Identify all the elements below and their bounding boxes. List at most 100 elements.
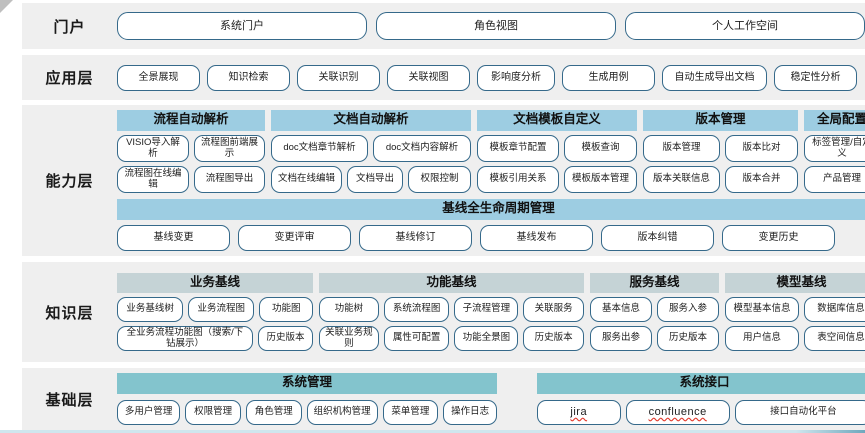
- capability-group-header: 流程自动解析: [117, 110, 265, 131]
- application-button[interactable]: 全景展现: [117, 64, 200, 91]
- capability-button[interactable]: 模板版本管理: [564, 166, 637, 193]
- bottom-edge-accent: [0, 430, 865, 433]
- lifecycle-button-row: 基线变更变更评审基线修订基线发布版本纠错变更历史: [117, 224, 865, 251]
- application-button[interactable]: 稳定性分析: [774, 64, 857, 91]
- knowledge-button[interactable]: 模型基本信息: [725, 297, 799, 323]
- capability-button[interactable]: 权限控制: [408, 166, 471, 193]
- portal-button[interactable]: 角色视图: [376, 12, 616, 40]
- infrastructure-button[interactable]: 角色管理: [245, 399, 302, 425]
- layer-label-capability: 能力层: [45, 173, 94, 190]
- corner-artifact: [0, 0, 13, 13]
- lifecycle-button[interactable]: 基线发布: [480, 224, 593, 251]
- application-body: 全景展现知识检索关联识别关联视图影响度分析生成用例自动生成导出文档稳定性分析: [117, 64, 865, 91]
- knowledge-row: 模型基本信息数据库信息: [725, 297, 865, 323]
- capability-button[interactable]: 流程图前端展示: [194, 135, 265, 162]
- knowledge-button[interactable]: 服务出参: [590, 326, 652, 352]
- capability-group-header: 版本管理: [643, 110, 798, 131]
- application-button[interactable]: 知识检索: [207, 64, 290, 91]
- capability-button[interactable]: 模板引用关系: [477, 166, 559, 193]
- knowledge-button[interactable]: 全业务流程功能图（搜索/下钻展示）: [117, 326, 253, 352]
- capability-group-header: 文档自动解析: [271, 110, 471, 131]
- knowledge-button[interactable]: 数据库信息: [804, 297, 865, 323]
- infrastructure-button[interactable]: 接口自动化平台: [734, 399, 865, 425]
- capability-button[interactable]: 产品管理: [804, 166, 865, 193]
- capability-group: 版本管理版本管理版本比对版本关联信息版本合并: [643, 110, 798, 193]
- infrastructure-button[interactable]: 多用户管理: [117, 399, 181, 425]
- capability-row: 标签管理/自定义: [804, 135, 865, 162]
- capability-button[interactable]: 版本关联信息: [643, 166, 720, 193]
- capability-button[interactable]: doc文档章节解析: [271, 135, 368, 162]
- capability-button[interactable]: 文档在线编辑: [271, 166, 342, 193]
- knowledge-group-header: 业务基线: [117, 272, 313, 294]
- capability-button[interactable]: 文档导出: [347, 166, 403, 193]
- infrastructure-button[interactable]: 操作日志: [443, 399, 497, 425]
- application-button-row: 全景展现知识检索关联识别关联视图影响度分析生成用例自动生成导出文档稳定性分析: [117, 64, 857, 91]
- lifecycle-button[interactable]: 基线变更: [117, 224, 230, 251]
- capability-button[interactable]: 模板章节配置: [477, 135, 559, 162]
- knowledge-button[interactable]: 用户信息: [725, 326, 799, 352]
- knowledge-button[interactable]: 业务基线树: [117, 297, 184, 323]
- knowledge-button[interactable]: 历史版本: [258, 326, 313, 352]
- knowledge-button[interactable]: 基本信息: [590, 297, 652, 323]
- infrastructure-button[interactable]: 权限管理: [185, 399, 241, 425]
- capability-button[interactable]: 流程图导出: [194, 166, 265, 193]
- application-button[interactable]: 关联识别: [297, 64, 380, 91]
- capability-group-header: 文档模板自定义: [477, 110, 637, 131]
- portal-button[interactable]: 系统门户: [117, 12, 367, 40]
- lifecycle-button[interactable]: 基线修订: [359, 224, 472, 251]
- lifecycle-button[interactable]: 变更历史: [722, 224, 835, 251]
- knowledge-group-list: 业务基线业务基线树业务流程图功能图全业务流程功能图（搜索/下钻展示）历史版本功能…: [117, 272, 865, 352]
- capability-row: 模板引用关系模板版本管理: [477, 166, 637, 193]
- application-button[interactable]: 生成用例: [562, 64, 655, 91]
- portal-button[interactable]: 个人工作空间: [625, 12, 865, 40]
- application-button[interactable]: 影响度分析: [477, 64, 555, 91]
- capability-row: 版本关联信息版本合并: [643, 166, 798, 193]
- lifecycle-button[interactable]: 变更评审: [238, 224, 351, 251]
- knowledge-button[interactable]: 表空间信息: [804, 326, 865, 352]
- layer-label-infrastructure: 基础层: [45, 391, 94, 409]
- capability-row: 模板章节配置模板查询: [477, 135, 637, 162]
- application-button[interactable]: 自动生成导出文档: [662, 64, 767, 91]
- capability-button[interactable]: VISIO导入解析: [117, 135, 189, 162]
- knowledge-row: 业务基线树业务流程图功能图: [117, 297, 314, 323]
- knowledge-button[interactable]: 属性可配置: [383, 326, 450, 352]
- infrastructure-button[interactable]: jira: [537, 399, 621, 425]
- capability-button[interactable]: 版本比对: [725, 135, 798, 162]
- application-button[interactable]: 关联视图: [387, 64, 470, 91]
- knowledge-button[interactable]: 关联服务: [523, 297, 584, 323]
- knowledge-button[interactable]: 服务入参: [657, 297, 719, 323]
- logo-text: jira: [570, 406, 588, 419]
- infrastructure-button[interactable]: 菜单管理: [382, 399, 439, 425]
- lifecycle-section: 基线全生命周期管理 基线变更变更评审基线修订基线发布版本纠错变更历史: [117, 199, 865, 251]
- capability-button[interactable]: 流程图在线编辑: [117, 166, 189, 193]
- capability-button[interactable]: 版本合并: [725, 166, 798, 193]
- layer-band-application: 应用层 全景展现知识检索关联识别关联视图影响度分析生成用例自动生成导出文档稳定性…: [22, 55, 865, 100]
- knowledge-button[interactable]: 历史版本: [523, 326, 584, 352]
- layer-band-portal: 门户 系统门户角色视图个人工作空间: [22, 3, 865, 49]
- knowledge-body: 业务基线业务基线树业务流程图功能图全业务流程功能图（搜索/下钻展示）历史版本功能…: [117, 272, 865, 352]
- capability-button[interactable]: doc文档内容解析: [373, 135, 471, 162]
- knowledge-button[interactable]: 功能全景图: [454, 326, 519, 352]
- lifecycle-button[interactable]: 版本纠错: [601, 224, 714, 251]
- infrastructure-group-header: 系统管理: [117, 373, 497, 394]
- knowledge-button[interactable]: 子流程管理: [454, 297, 519, 323]
- capability-row: 文档在线编辑文档导出权限控制: [271, 166, 471, 193]
- infrastructure-button[interactable]: confluence: [625, 399, 730, 425]
- capability-button[interactable]: 标签管理/自定义: [804, 135, 865, 162]
- knowledge-button[interactable]: 关联业务规则: [319, 326, 379, 352]
- knowledge-button[interactable]: 功能图: [259, 297, 314, 323]
- capability-button[interactable]: 模板查询: [564, 135, 637, 162]
- lifecycle-header: 基线全生命周期管理: [117, 199, 865, 220]
- infrastructure-button[interactable]: 组织机构管理: [306, 399, 378, 425]
- knowledge-button[interactable]: 功能树: [319, 297, 379, 323]
- infrastructure-group-header: 系统接口: [537, 373, 865, 394]
- capability-button[interactable]: 版本管理: [643, 135, 720, 162]
- knowledge-button[interactable]: 系统流程图: [383, 297, 450, 323]
- knowledge-row: 基本信息服务入参: [590, 297, 719, 323]
- knowledge-button[interactable]: 历史版本: [657, 326, 719, 352]
- capability-group-list: 流程自动解析 VISIO导入解析流程图前端展示流程图在线编辑流程图导出 文档自动解析…: [117, 110, 865, 193]
- knowledge-button[interactable]: 业务流程图: [188, 297, 255, 323]
